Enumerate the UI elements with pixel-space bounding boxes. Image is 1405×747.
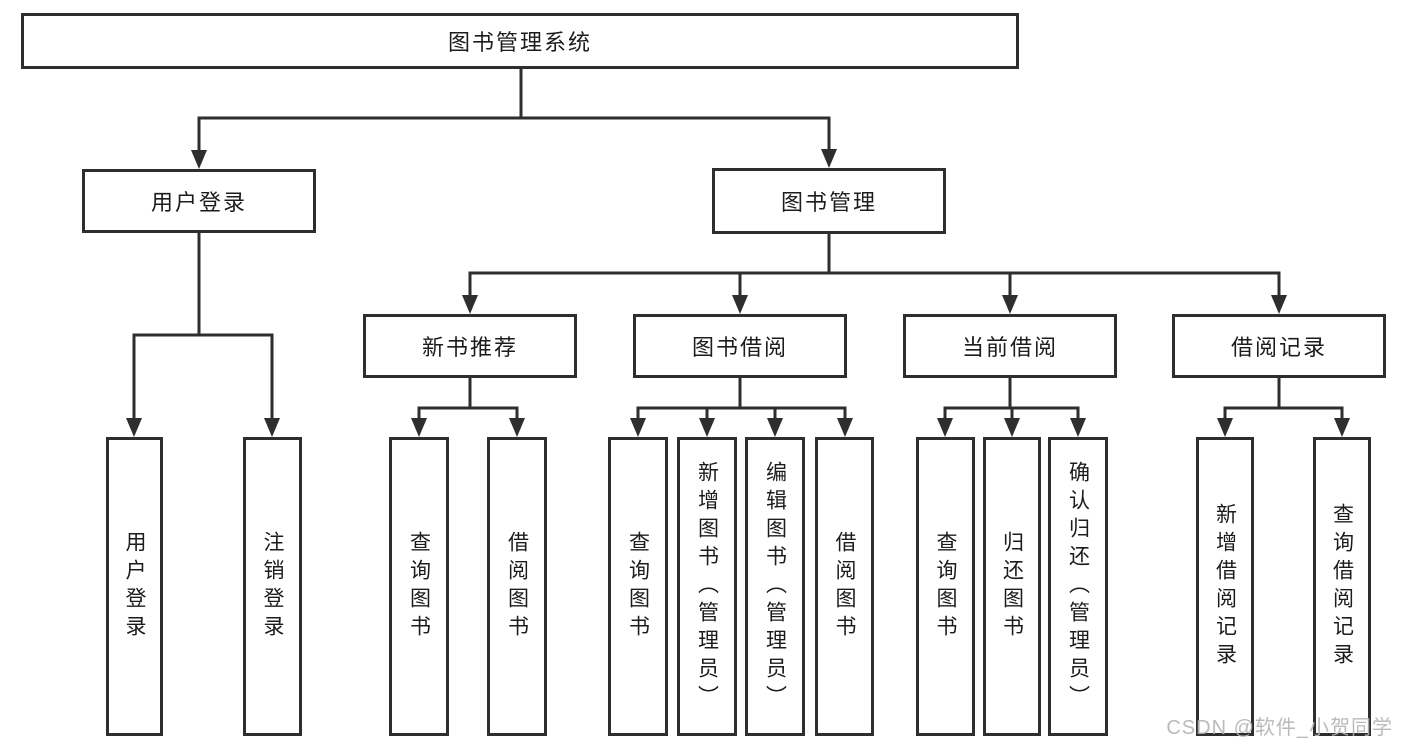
arrow-down-icon (191, 150, 207, 169)
arrow-down-icon (411, 418, 427, 437)
arrow-down-icons (126, 149, 1350, 437)
leaf-confirm-return-admin: 确认归还（管理员） (1048, 437, 1108, 736)
node-label: 新增图书（管理员） (695, 460, 719, 713)
arrow-down-icon (699, 418, 715, 437)
arrow-down-icon (937, 418, 953, 437)
node-label: 当前借阅 (961, 335, 1058, 360)
leaf-query-books-3: 查询图书 (916, 437, 975, 736)
leaf-query-books-2: 查询图书 (608, 437, 668, 736)
leaf-add-borrow-record: 新增借阅记录 (1196, 437, 1254, 736)
arrow-down-icon (462, 295, 478, 314)
node-label: 注销登录 (261, 530, 284, 643)
leaf-query-books-1: 查询图书 (389, 437, 449, 736)
node-book-management: 图书管理 (712, 168, 946, 234)
node-user-login: 用户登录 (82, 169, 316, 233)
node-label: 图书管理系统 (447, 30, 592, 55)
arrow-down-icon (767, 418, 783, 437)
leaf-logout: 注销登录 (243, 437, 302, 736)
node-label: 用户登录 (123, 530, 146, 643)
node-label: 查询图书 (934, 530, 957, 643)
arrow-down-icon (837, 418, 853, 437)
arrow-down-icon (1070, 418, 1086, 437)
arrow-down-icon (509, 418, 525, 437)
node-library-management-system: 图书管理系统 (21, 13, 1019, 69)
arrow-down-icon (1004, 418, 1020, 437)
node-borrow-records: 借阅记录 (1172, 314, 1386, 378)
node-label: 确认归还（管理员） (1066, 460, 1090, 713)
leaf-borrow-books-1: 借阅图书 (487, 437, 547, 736)
node-label: 新书推荐 (421, 335, 518, 360)
node-label: 借阅图书 (833, 530, 856, 643)
node-label: 编辑图书（管理员） (763, 460, 787, 713)
node-label: 新增借阅记录 (1213, 502, 1237, 671)
arrow-down-icon (630, 418, 646, 437)
leaf-borrow-books-2: 借阅图书 (815, 437, 874, 736)
leaf-return-books: 归还图书 (983, 437, 1041, 736)
node-book-borrow: 图书借阅 (633, 314, 847, 378)
node-label: 图书管理 (780, 190, 877, 215)
arrow-down-icon (264, 418, 280, 437)
leaf-add-books-admin: 新增图书（管理员） (677, 437, 737, 736)
arrow-down-icon (732, 295, 748, 314)
node-label: 查询图书 (626, 530, 650, 643)
node-new-book-recommend: 新书推荐 (363, 314, 577, 378)
leaf-query-borrow-record: 查询借阅记录 (1313, 437, 1371, 736)
leaf-edit-books-admin: 编辑图书（管理员） (745, 437, 805, 736)
node-label: 查询借阅记录 (1330, 502, 1354, 671)
arrow-down-icon (1334, 418, 1350, 437)
node-label: 借阅记录 (1230, 335, 1327, 360)
arrow-down-icon (821, 149, 837, 168)
arrow-down-icon (126, 418, 142, 437)
arrow-down-icon (1002, 295, 1018, 314)
node-label: 借阅图书 (505, 530, 529, 643)
arrow-down-icon (1271, 295, 1287, 314)
arrow-down-icon (1217, 418, 1233, 437)
node-label: 图书借阅 (691, 335, 788, 360)
node-label: 归还图书 (1000, 530, 1024, 643)
node-label: 查询图书 (407, 530, 431, 643)
csdn-watermark: CSDN @软件_小贺同学 (1166, 717, 1393, 739)
node-current-borrow: 当前借阅 (903, 314, 1117, 378)
leaf-user-login: 用户登录 (106, 437, 163, 736)
node-label: 用户登录 (150, 190, 247, 215)
